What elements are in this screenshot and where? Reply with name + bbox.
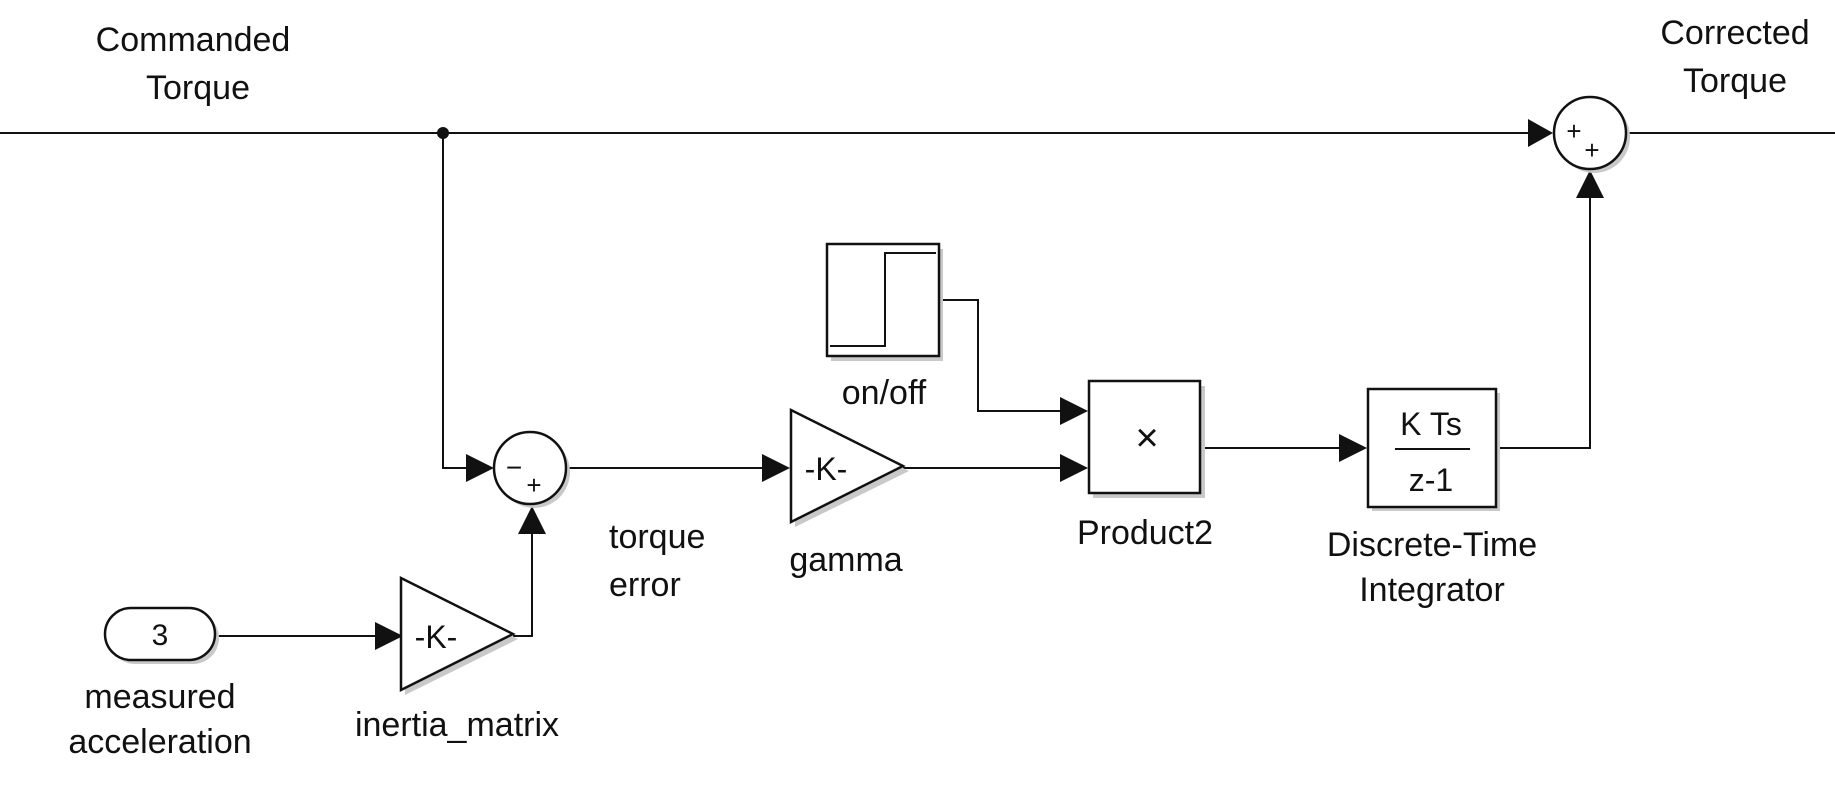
arrow-head (375, 622, 403, 650)
wire-inertia-to-sum[interactable] (513, 528, 533, 637)
inport-label-line2: acceleration (68, 723, 251, 761)
inertia-label: inertia_matrix (355, 706, 559, 744)
inport-label-line1: measured (84, 678, 235, 716)
product-block[interactable]: × Product2 (1077, 379, 1213, 552)
wire-step-to-product[interactable] (941, 299, 1063, 412)
step-icon (830, 252, 936, 347)
commanded-torque-line2: Torque (146, 69, 250, 107)
sum-error-sign1: − (506, 452, 522, 483)
arrow-head (1576, 170, 1604, 198)
arrow-head (1060, 397, 1088, 425)
corrected-torque-line2: Torque (1683, 62, 1787, 100)
step-label: on/off (842, 374, 927, 412)
corrected-torque-line1: Corrected (1660, 14, 1809, 52)
sum-output-sign2: + (1584, 135, 1599, 165)
arrow-head (1060, 454, 1088, 482)
sum-block-output[interactable]: + + (1552, 95, 1630, 173)
integrator-label-line1: Discrete-Time (1327, 526, 1537, 564)
signal-label-corrected-torque: Corrected Torque (1660, 14, 1809, 100)
step-block[interactable]: on/off (825, 242, 943, 412)
gamma-gain-text: -K- (805, 451, 848, 487)
torque-error-line2: error (609, 566, 681, 604)
product-label: Product2 (1077, 514, 1213, 552)
wire-integrator-to-sum[interactable] (1497, 190, 1591, 449)
integrator-label-line2: Integrator (1359, 571, 1505, 609)
arrow-head (762, 454, 790, 482)
sum-error-sign2: + (526, 470, 541, 500)
arrow-head (1339, 434, 1367, 462)
gamma-gain-block[interactable]: -K- gamma (789, 407, 909, 579)
arrow-head (1528, 119, 1553, 147)
arrow-head (466, 454, 494, 482)
inertia-gain-text: -K- (415, 619, 458, 655)
arrow-head (518, 506, 546, 534)
wire-branch-to-sum[interactable] (442, 133, 470, 469)
wires (0, 119, 1835, 650)
signal-label-commanded-torque: Commanded Torque (96, 21, 291, 107)
sum-output-sign1: + (1566, 116, 1581, 146)
inport-number: 3 (152, 619, 169, 652)
inport-block[interactable]: 3 measured acceleration (68, 606, 252, 761)
torque-error-line1: torque (609, 518, 705, 556)
sum-block-error[interactable]: − + (492, 430, 570, 508)
multiply-icon: × (1135, 416, 1158, 460)
inertia-gain-block[interactable]: -K- inertia_matrix (355, 575, 559, 744)
integrator-denominator: z-1 (1409, 462, 1453, 498)
gamma-label: gamma (789, 541, 902, 579)
signal-label-torque-error: torque error (609, 518, 705, 604)
commanded-torque-line1: Commanded (96, 21, 291, 59)
integrator-block[interactable]: K Ts z-1 Discrete-Time Integrator (1327, 387, 1537, 609)
integrator-numerator: K Ts (1400, 406, 1462, 442)
